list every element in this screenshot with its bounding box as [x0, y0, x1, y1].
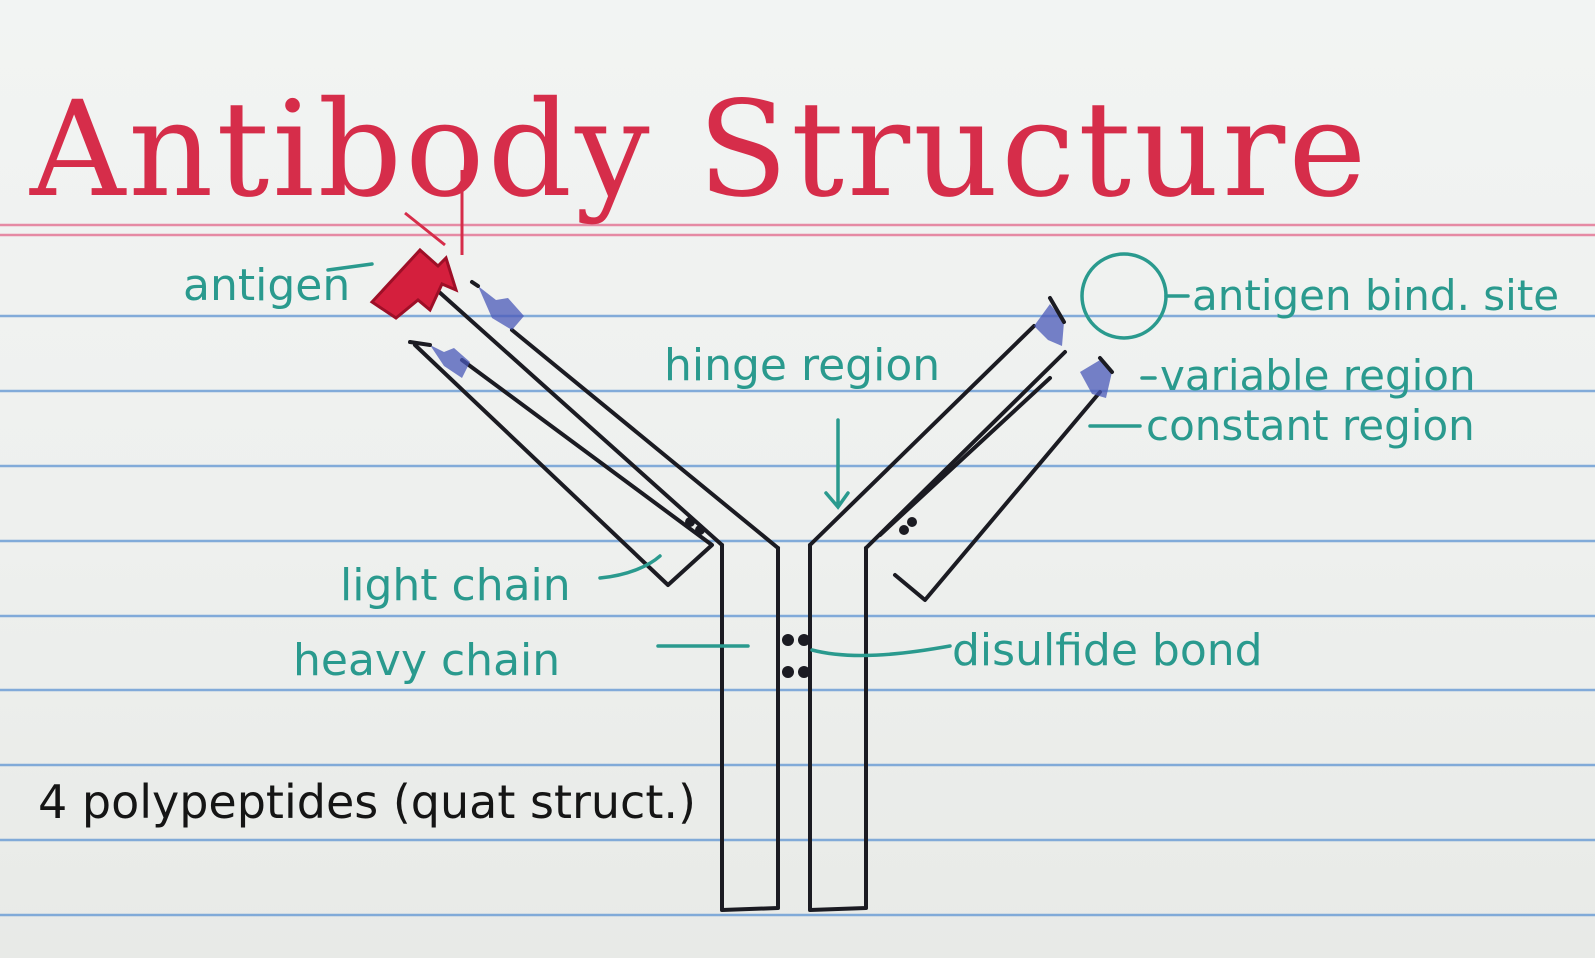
heavy-chain-right	[808, 543, 868, 912]
label-hinge-region: hinge region	[664, 340, 940, 391]
variable-region-left-heavy	[478, 286, 524, 330]
antigen-binding-site-circle	[1080, 252, 1168, 340]
light-chain-left	[413, 343, 714, 587]
label-light-chain: light chain	[340, 560, 571, 611]
variable-tips	[408, 280, 1114, 374]
label-variable-region: variable region	[1160, 351, 1476, 400]
disulfide-bonds	[685, 517, 917, 678]
leader-light-chain	[598, 554, 662, 580]
header-rule	[0, 223, 1595, 237]
label-antigen-binding-site: antigen bind. site	[1192, 271, 1559, 320]
antigen-shape	[369, 247, 459, 320]
variable-region-right-light	[1080, 360, 1112, 398]
leader-disulfide	[810, 644, 952, 658]
antibody	[408, 280, 1114, 912]
ruled-lines	[0, 314, 1595, 917]
leader-hinge	[824, 418, 850, 510]
label-antigen: antigen	[183, 260, 350, 311]
polypeptides-note: 4 polypeptides (quat struct.)	[38, 775, 696, 829]
title: Antibody Structure	[29, 73, 1369, 227]
label-heavy-chain: heavy chain	[293, 635, 560, 686]
label-constant-region: constant region	[1146, 401, 1475, 450]
label-disulfide-bond: disulfide bond	[952, 625, 1263, 676]
heavy-chain-left-arm	[436, 289, 780, 550]
leader-antigen	[326, 262, 374, 272]
heavy-chain-left	[720, 543, 780, 912]
antigen-arrow	[404, 170, 464, 255]
variable-region-left-light	[430, 345, 470, 378]
variable-region-right-heavy	[1034, 304, 1064, 346]
light-chain-right	[878, 376, 1102, 602]
